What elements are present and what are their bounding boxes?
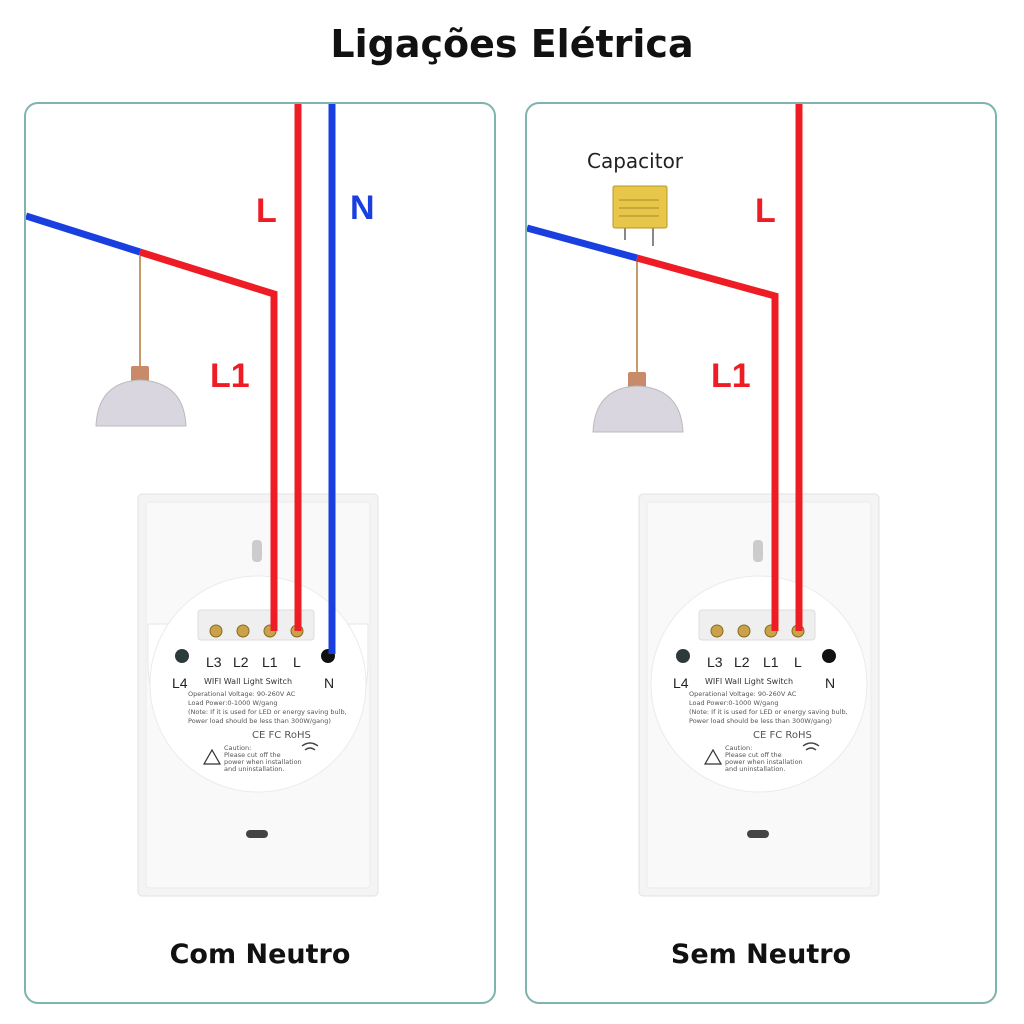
terminal-label: L3 [707, 654, 723, 670]
terminal-label: L1 [262, 654, 278, 670]
terminal-label: L2 [233, 654, 249, 670]
capacitor-label: Capacitor [587, 149, 684, 173]
wiring-diagram-without-neutral: L3 L2 L1 L L4 N WIFI Wall Light Switch O… [527, 104, 880, 897]
neutral-wire-to-lamp [527, 224, 638, 262]
caution-line: and uninstallation. [224, 765, 285, 773]
wires [26, 104, 336, 654]
wall-switch: L3 L2 L1 L L4 N WIFI Wall Light Switch O… [638, 493, 880, 897]
caution-line: Caution: [224, 744, 251, 752]
terminal-label: L3 [206, 654, 222, 670]
spec-line: Power load should be less than 300W/gang… [689, 717, 832, 725]
spec-line: (Note: If it is used for LED or energy s… [689, 708, 848, 716]
terminal-label-l4: L4 [673, 675, 689, 691]
warning-icon [703, 748, 723, 765]
capacitor [612, 185, 668, 246]
spec-line: Power load should be less than 300W/gang… [188, 717, 331, 725]
caution-line: Please cut off the [725, 751, 782, 759]
panel-caption: Sem Neutro [670, 939, 852, 970]
wire-label-load: L1 [711, 357, 751, 395]
caution-line: power when installation [725, 758, 803, 766]
cert-marks: CE FC RoHS [252, 730, 311, 741]
terminal-label: L [293, 654, 301, 670]
neutral-wire-to-lamp [26, 212, 142, 256]
panel-caption: Com Neutro [169, 939, 351, 970]
wires [527, 104, 803, 631]
panel-with-neutral: L3 L2 L1 L L4 N WIFI Wall Light Switch O… [24, 102, 496, 1004]
spec-line: (Note: If it is used for LED or energy s… [188, 708, 347, 716]
terminal-label: L [794, 654, 802, 670]
spec-line: Operational Voltage: 90-260V AC [188, 690, 296, 698]
wall-switch: L3 L2 L1 L L4 N WIFI Wall Light Switch O… [137, 493, 379, 897]
terminal-label: L1 [763, 654, 779, 670]
wire-label-live: L [256, 192, 277, 230]
cert-marks: CE FC RoHS [753, 730, 812, 741]
wiring-diagram-with-neutral: L3 L2 L1 L L4 N WIFI Wall Light Switch O… [26, 104, 379, 897]
wire-label-live: L [755, 192, 776, 230]
terminal-label-n: N [825, 675, 835, 691]
panel-without-neutral: L3 L2 L1 L L4 N WIFI Wall Light Switch O… [525, 102, 997, 1004]
terminal-label-n: N [324, 675, 334, 691]
terminal-label: L2 [734, 654, 750, 670]
caution-line: Caution: [725, 744, 752, 752]
caution-line: power when installation [224, 758, 302, 766]
warning-icon [202, 748, 222, 765]
spec-line: Operational Voltage: 90-260V AC [689, 690, 797, 698]
wifi-icon [802, 742, 820, 751]
wire-label-load: L1 [210, 357, 250, 395]
pendant-lamp [95, 256, 187, 427]
caution-line: and uninstallation. [725, 765, 786, 773]
caution-line: Please cut off the [224, 751, 281, 759]
load-wire-l1 [138, 248, 278, 631]
wire-label-neutral: N [350, 189, 375, 227]
load-wire-l1 [636, 254, 779, 631]
terminal-label-l4: L4 [172, 675, 188, 691]
spec-line: Load Power:0-1000 W/gang [188, 699, 277, 707]
switch-model-title: WIFI Wall Light Switch [705, 677, 793, 686]
page-title: Ligações Elétrica [330, 22, 694, 66]
switch-model-title: WIFI Wall Light Switch [204, 677, 292, 686]
spec-line: Load Power:0-1000 W/gang [689, 699, 778, 707]
wifi-icon [301, 742, 319, 751]
pendant-lamp [592, 260, 684, 433]
